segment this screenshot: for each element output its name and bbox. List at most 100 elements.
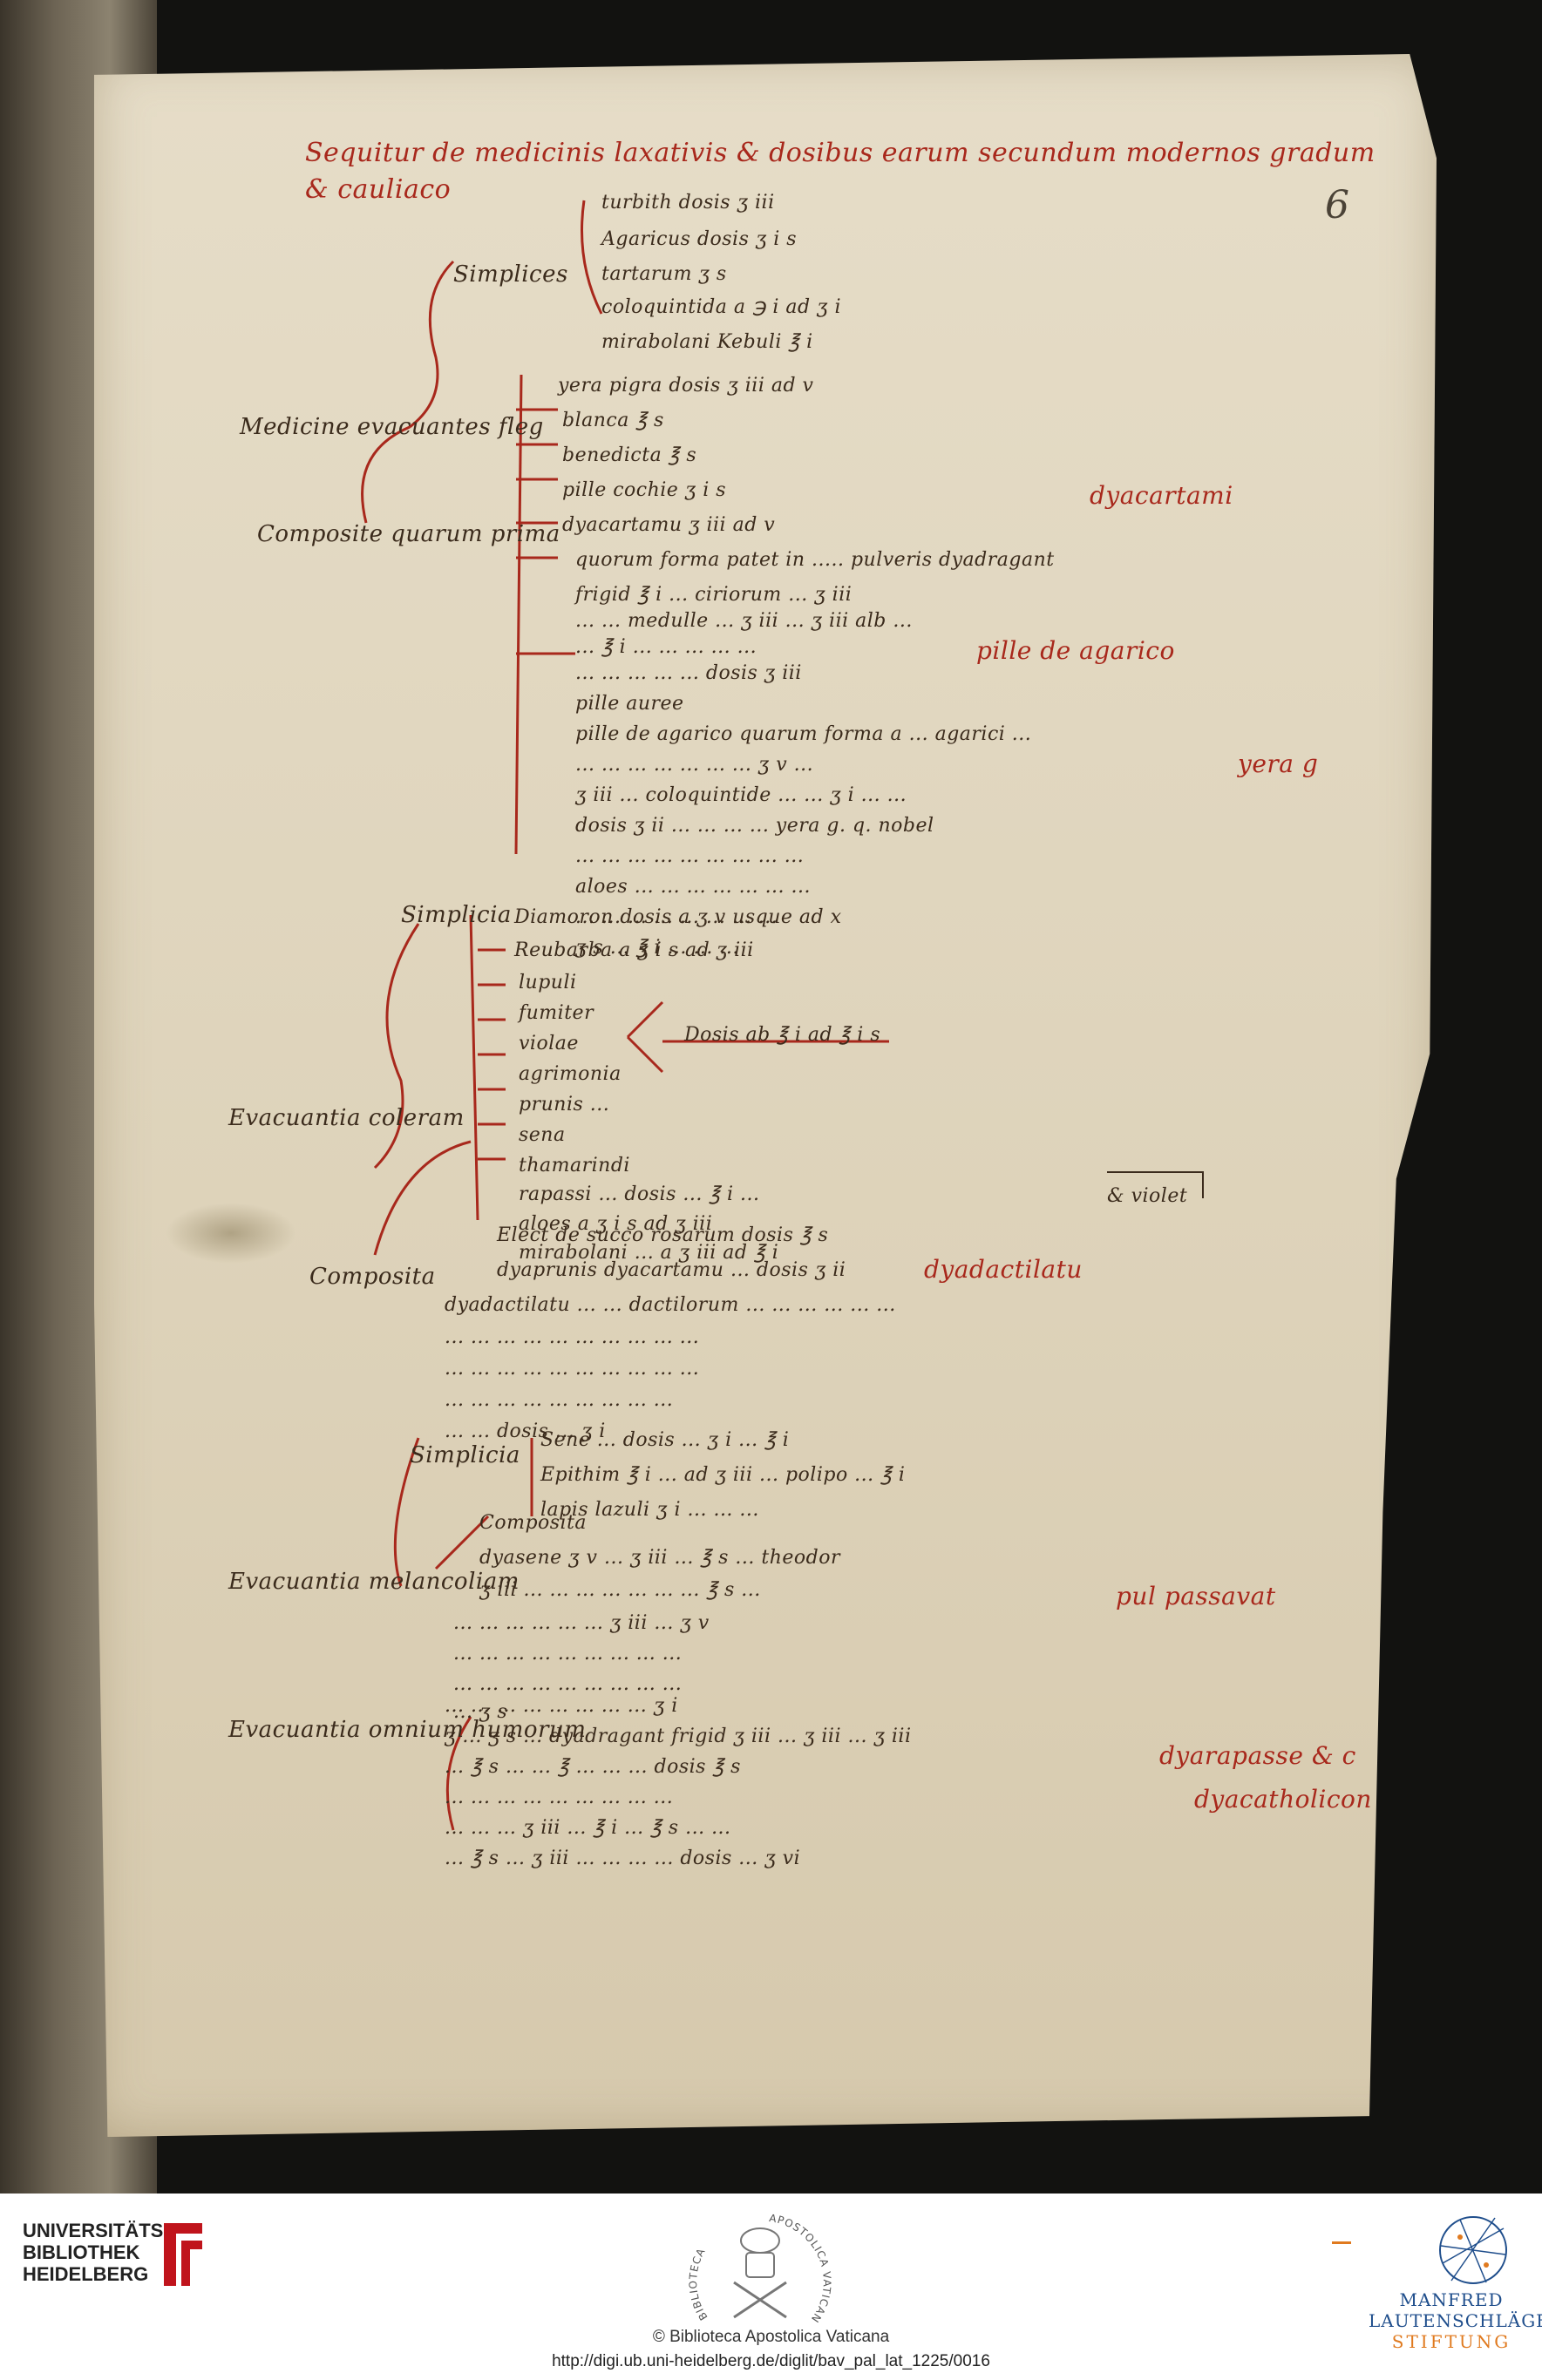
violet-box [1107,1171,1204,1198]
label-simplicia2: Simplicia [410,1442,520,1468]
label-evacuantia-melancoliam: Evacuantia melancoliam [228,1569,520,1595]
body-line: ... ... ... ... ... ... ... ... ... [575,845,805,867]
composita2-label: Composita [479,1512,588,1534]
mls-line3: STIFTUNG [1391,2331,1511,2352]
simplicia2-item: Sene ... dosis ... ʒ i ... ℥ i [540,1429,790,1451]
body-line: ... ... ... ... ... dosis ʒ iii [575,662,802,684]
body-line: dosis ʒ ii ... ... ... ... yera g. q. no… [575,815,934,837]
composita-item: dyaprunis dyacartamu ... dosis ʒ ii [497,1259,846,1281]
violet-note: & violet [1107,1185,1188,1207]
body-line: ... ... ... ʒ iii ... ℥ i ... ℥ s ... ..… [445,1817,731,1839]
body-line: ... ... ... ... ... ... ... ... ʒ i [445,1695,678,1717]
body-line: ... ... ... ... ... ... ... ... ... ... [445,1326,700,1348]
mls-line1: MANFRED [1399,2289,1504,2310]
brace-simplicia [469,914,479,1221]
simplicia-item: prunis ... [519,1094,610,1115]
branch-omnium [445,1716,472,1831]
folio-page [94,54,1437,2137]
heading-line2: & cauliaco [305,174,452,205]
composita2-item: ʒ iii ... ... ... ... ... ... ... ℥ s ..… [479,1579,761,1601]
brace-simplices [581,200,603,315]
body-line: ... ... dosis ... ʒ i [445,1421,606,1442]
composite-item: dyacartamu ʒ iii ad v [562,514,776,536]
composite-item: pille cochie ʒ i s [562,479,727,501]
water-stain [166,1203,296,1264]
simplicia-item: aloes a ʒ i s ad ʒ iii [519,1213,713,1235]
margin-note-dyadactilatu: dyadactilatu [924,1255,1083,1284]
simplicia-item: thamarindi [519,1155,630,1176]
body-line: ... ... ... ... ... ... ... ... [575,906,778,928]
body-line: aloes ... ... ... ... ... ... ... [575,876,812,898]
body-line: ʒ ... ʒ s ... dyadragant frigid ʒ iii ..… [445,1726,912,1747]
body-line: ʒ iii ... coloquintide ... ... ʒ i ... .… [575,784,907,806]
composite-ticks [516,408,575,655]
body-line: ... ℥ s ... ... ℥ ... ... ... dosis ℥ s [445,1756,741,1778]
body-line: ... ... medulle ... ʒ iii ... ʒ iii alb … [575,610,913,632]
body-line: quorum forma patet in ..... pulveris dya… [575,549,1055,571]
copyright-notice: © Biblioteca Apostolica Vaticana [652,2328,890,2346]
simplices-item: mirabolani Kebuli ℥ i [601,331,813,353]
body-line: ... ... ... ... ... ... ... ʒ v ... [575,754,814,776]
composita2-item: dyasene ʒ v ... ʒ iii ... ℥ s ... theodo… [479,1547,840,1569]
lautenschlaeger-wordmark: MANFRED LAUTENSCHLÄGER STIFTUNG [1369,2289,1542,2352]
branch-medicine-bottom [361,425,411,524]
branch-melancolie [393,1437,420,1587]
ub-heidelberg-wordmark[interactable]: UNIVERSITÄTS- BIBLIOTHEK HEIDELBERG [23,2220,170,2285]
simplicia-item: violae [519,1033,579,1054]
margin-note-yera: yera g [1238,749,1319,778]
branch-composita2 [434,1515,490,1570]
simplicia-item: agrimonia [519,1063,622,1085]
heading-line1: Sequitur de medicinis laxativis & dosibu… [305,138,1376,168]
ub-line1: UNIVERSITÄTS- [23,2220,170,2241]
body-line: dyadactilatu ... ... dactilorum ... ... … [445,1294,896,1316]
body-line: ... ℥ i ... ... ... ... ... [575,636,757,658]
label-simplices: Simplices [453,261,568,288]
composite-item: blanca ℥ s [562,410,664,431]
label-evacuantia-omnium: Evacuantia omnium humorum [228,1717,587,1743]
margin-note-dyacatholicon: dyacatholicon [1194,1785,1372,1814]
margin-note-pille-agarico: pille de agarico [976,636,1175,665]
brace-composite [514,374,523,855]
body-line: ... ... ... ... ... ... ... ... ... [453,1643,683,1665]
body-line: pille auree [575,693,684,715]
body-line: ... ... ... ... ... ... ... ... ... [445,1389,674,1411]
lautenschlaeger-logo-icon[interactable] [1434,2211,1512,2289]
composite-item: benedicta ℥ s [562,444,697,466]
simplicia-item: Diamoron dosis a ʒ v usque ad x [514,906,842,928]
accent-dash [1332,2241,1351,2244]
margin-note-dyarapasse: dyarapasse & c [1159,1741,1356,1770]
simplicia2-item: lapis lazuli ʒ i ... ... ... [540,1499,759,1521]
simplicia-item: sena [519,1124,566,1146]
branch-medicine-top [409,260,455,429]
ub-line3: HEIDELBERG [23,2263,149,2285]
simplices-item: Agaricus dosis ʒ i s [601,228,798,250]
body-line: ... ... ... ... ... ... ʒ iii ... ʒ v [453,1612,710,1634]
body-line: pille de agarico quarum forma a ... agar… [575,723,1032,745]
vatican-library-seal-icon: BIBLIOTECA APOSTOLICA VATICANA [673,2204,832,2325]
label-composita: Composita [309,1264,436,1290]
body-line: ... ... ... ... ... ... ... ... ... ... [445,1358,700,1380]
body-line: ... ... ... ... ... ... ... ... ... [445,1787,674,1808]
branch-composita [373,1140,472,1256]
body-line: ʒ s ... ℥ i ... ... ... [575,937,739,959]
margin-note-pul-passavat: pul passavat [1116,1582,1276,1610]
composite-item: yera pigra dosis ʒ iii ad v [558,375,814,397]
simplicia-item: Reubarba a ʒ i s ad ʒ iii [514,939,754,961]
body-line: ... ℥ s ... ʒ iii ... ... ... ... dosis … [445,1848,801,1869]
permalink-url[interactable]: http://digi.ub.uni-heidelberg.de/diglit/… [552,2352,990,2370]
label-simplicia: Simplicia [401,902,512,928]
folio-number: 6 [1325,183,1349,227]
svg-text:BIBLIOTECA: BIBLIOTECA [687,2246,710,2322]
simplicia2-item: Epithim ℥ i ... ad ʒ iii ... polipo ... … [540,1464,906,1486]
viewer-footer: UNIVERSITÄTS- BIBLIOTHEK HEIDELBERG BIBL… [0,2194,1542,2380]
ub-line2: BIBLIOTHEK [23,2241,140,2263]
simplicia-item: mirabolani ... a ʒ iii ad ℥ i [519,1242,779,1264]
ub-heidelberg-logo-icon[interactable] [157,2216,209,2291]
manuscript-scan: 6 Sequitur de medicinis laxativis & dosi… [0,0,1437,2194]
simplicia-ticks [478,948,506,1161]
label-composite: Composite quarum prima [257,521,560,547]
simplices-item: coloquintida a ℈ i ad ʒ i [601,296,842,318]
body-line: ... ... ... ... ... ... ... ... ... [453,1673,683,1695]
label-evacuantia-coleram: Evacuantia coleram [228,1105,465,1131]
bracket-lines [361,200,1204,1831]
